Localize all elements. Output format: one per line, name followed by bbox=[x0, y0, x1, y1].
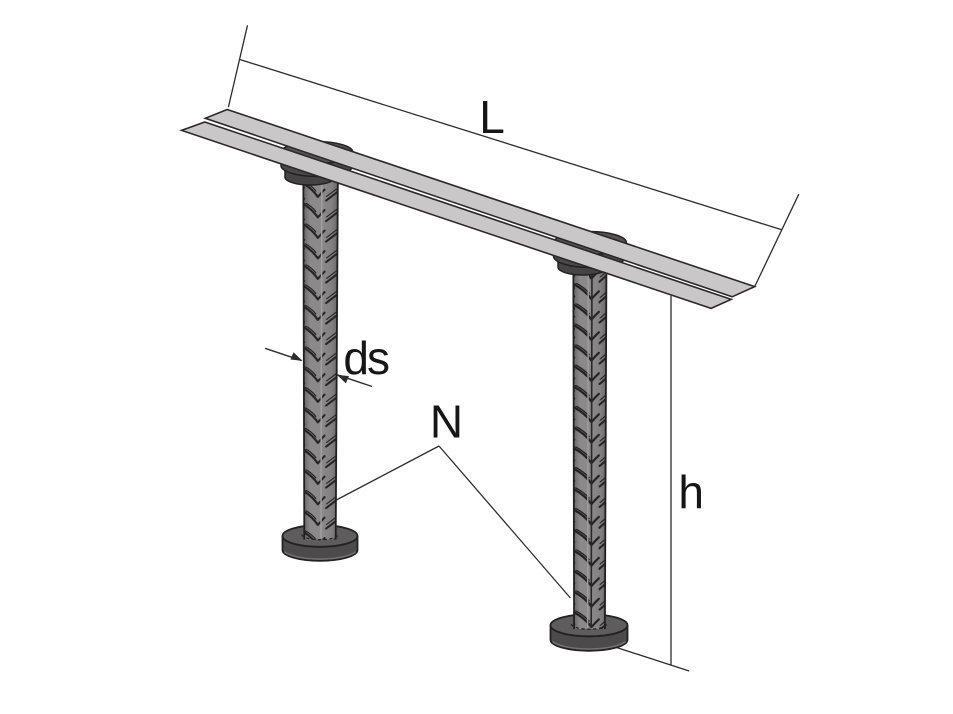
svg-text:L: L bbox=[479, 91, 505, 143]
svg-text:ds: ds bbox=[343, 332, 389, 384]
svg-text:N: N bbox=[430, 396, 463, 448]
svg-text:h: h bbox=[678, 466, 704, 518]
